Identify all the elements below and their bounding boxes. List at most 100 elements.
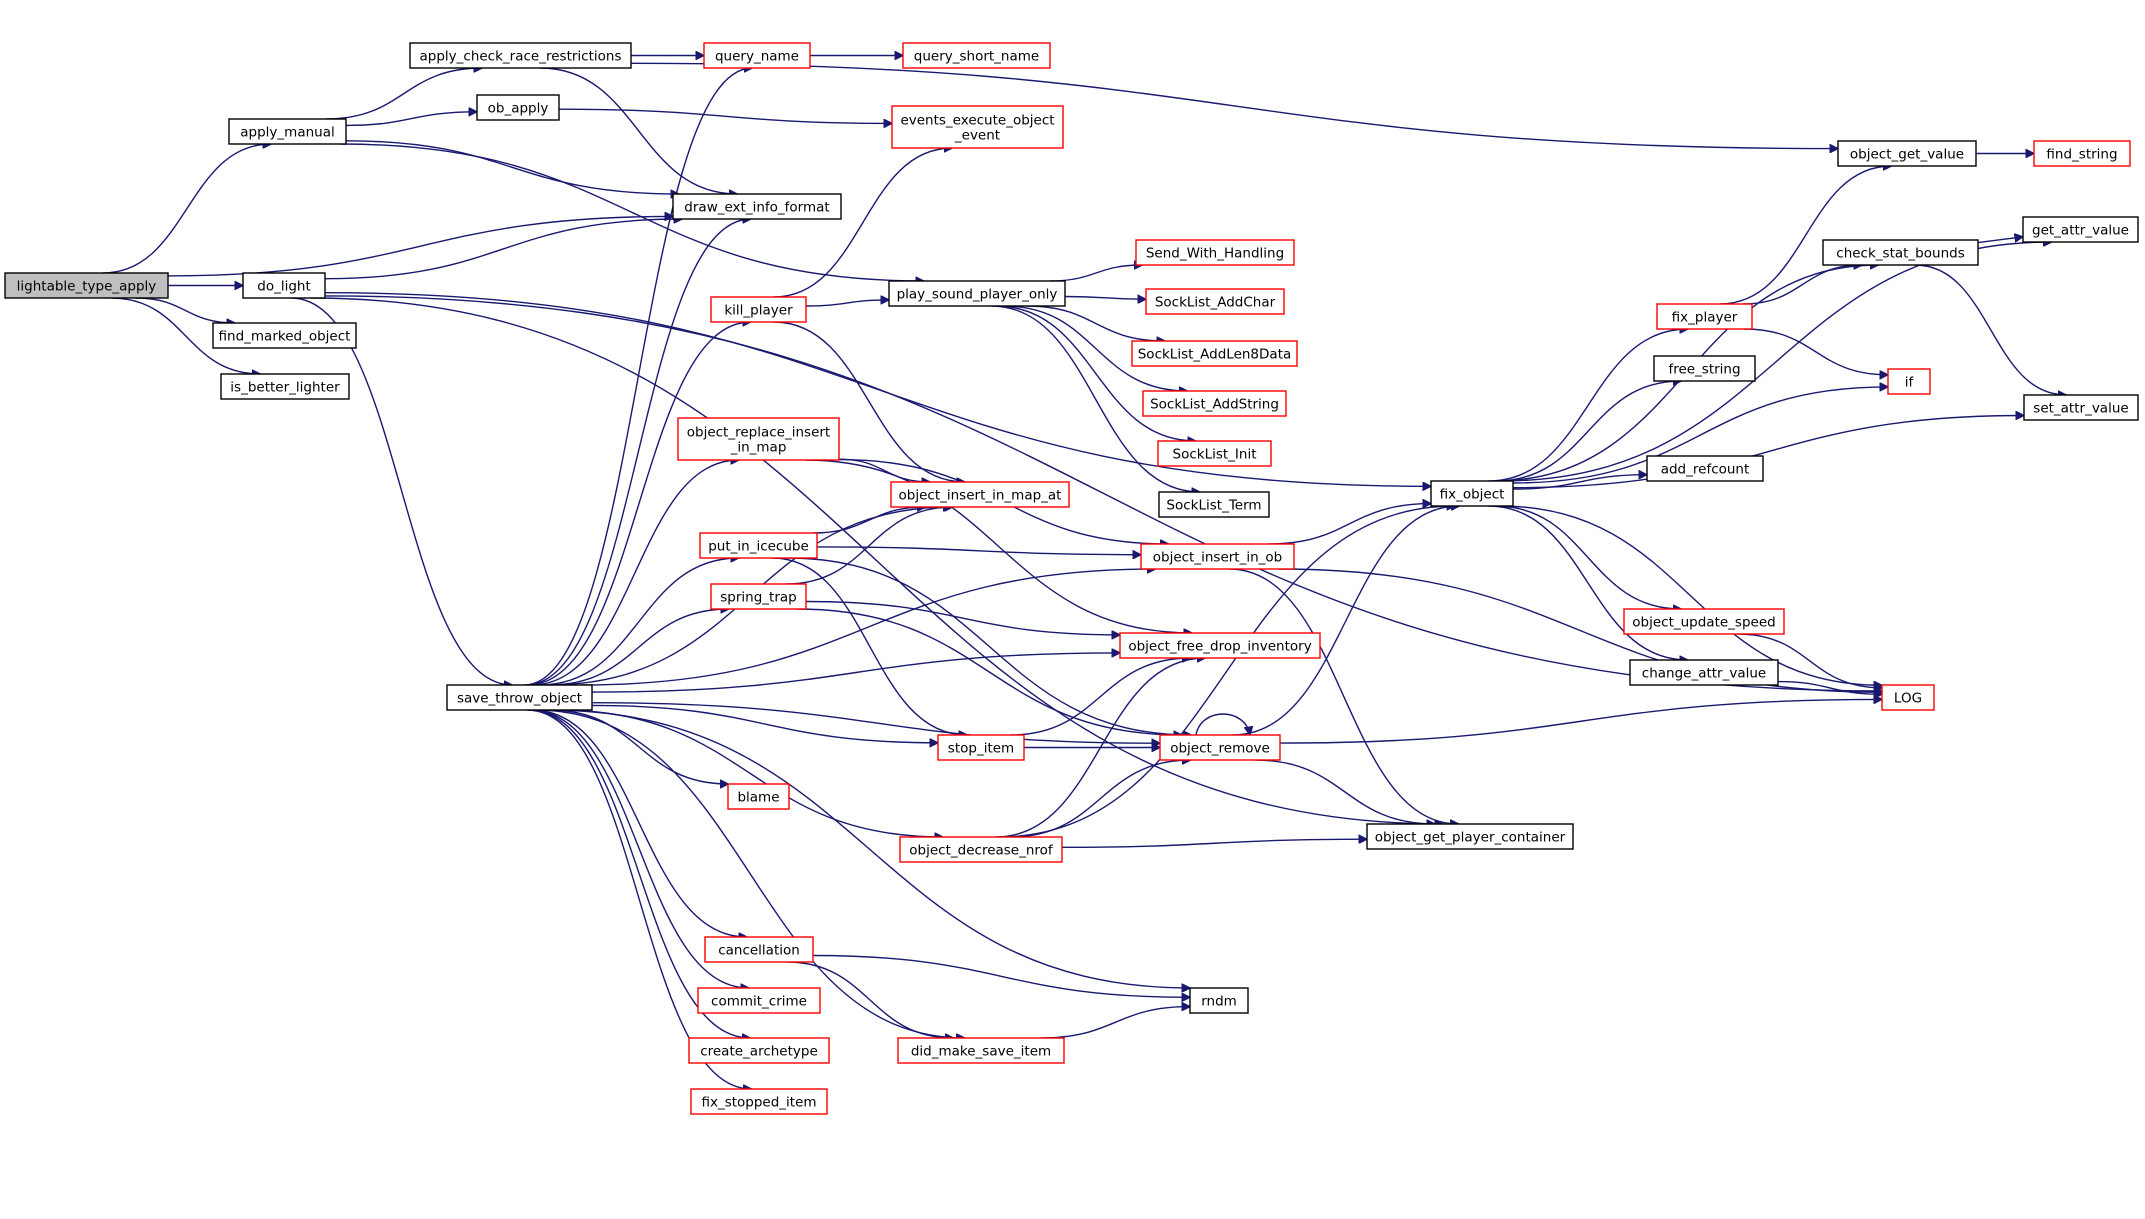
node-box[interactable] bbox=[697, 987, 821, 1014]
node-box[interactable] bbox=[2023, 394, 2139, 421]
node-box[interactable] bbox=[890, 481, 1070, 508]
node-kill-player[interactable]: kill_player bbox=[710, 296, 807, 323]
node-fix-player[interactable]: fix_player bbox=[1656, 303, 1753, 330]
node-send-with-handling[interactable]: Send_With_Handling bbox=[1135, 239, 1295, 266]
node-rndm[interactable]: rndm bbox=[1189, 987, 1249, 1014]
node-box[interactable] bbox=[677, 417, 840, 461]
node-object-remove[interactable]: object_remove bbox=[1159, 734, 1281, 761]
node-fix-stopped-item[interactable]: fix_stopped_item bbox=[690, 1088, 828, 1115]
node-box[interactable] bbox=[228, 118, 347, 145]
node-free-string[interactable]: free_string bbox=[1653, 355, 1756, 382]
node-box[interactable] bbox=[1158, 491, 1270, 518]
node-box[interactable] bbox=[220, 373, 350, 400]
node-box[interactable] bbox=[727, 783, 790, 810]
node-is-better-lighter[interactable]: is_better_lighter bbox=[220, 373, 350, 400]
node-add-refcount[interactable]: add_refcount bbox=[1646, 455, 1764, 482]
node-set-attr-value[interactable]: set_attr_value bbox=[2023, 394, 2139, 421]
node-apply-manual[interactable]: apply_manual bbox=[228, 118, 347, 145]
node-box[interactable] bbox=[1837, 140, 1977, 167]
node-box[interactable] bbox=[937, 734, 1025, 761]
node-box[interactable] bbox=[1430, 480, 1514, 507]
node-box[interactable] bbox=[1366, 823, 1574, 850]
node-box[interactable] bbox=[476, 94, 560, 121]
node-draw-ext-info-format[interactable]: draw_ext_info_format bbox=[672, 193, 842, 220]
node-save-throw-object[interactable]: save_throw_object bbox=[446, 684, 593, 711]
node-box[interactable] bbox=[1159, 734, 1281, 761]
node-box[interactable] bbox=[704, 936, 814, 963]
node-box[interactable] bbox=[446, 684, 593, 711]
node-box[interactable] bbox=[897, 1037, 1065, 1064]
node-box[interactable] bbox=[1629, 659, 1779, 686]
node-object-free-drop-inventory[interactable]: object_free_drop_inventory bbox=[1119, 632, 1321, 659]
node-check-stat-bounds[interactable]: check_stat_bounds bbox=[1822, 239, 1979, 266]
node-box[interactable] bbox=[1157, 440, 1272, 467]
node-box[interactable] bbox=[690, 1088, 828, 1115]
node-box[interactable] bbox=[1119, 632, 1321, 659]
node-box[interactable] bbox=[699, 532, 818, 559]
node-box[interactable] bbox=[1656, 303, 1753, 330]
node-socklist-addchar[interactable]: SockList_AddChar bbox=[1145, 288, 1285, 315]
node-object-update-speed[interactable]: object_update_speed bbox=[1623, 608, 1785, 635]
node-box[interactable] bbox=[688, 1037, 830, 1064]
node-lightable-type-apply[interactable]: lightable_type_apply bbox=[4, 272, 169, 299]
node-box[interactable] bbox=[1140, 543, 1295, 570]
node-box[interactable] bbox=[2022, 216, 2139, 243]
node-ob-apply[interactable]: ob_apply bbox=[476, 94, 560, 121]
node-get-attr-value[interactable]: get_attr_value bbox=[2022, 216, 2139, 243]
node-create-archetype[interactable]: create_archetype bbox=[688, 1037, 830, 1064]
node-box[interactable] bbox=[891, 105, 1064, 149]
node-if[interactable]: if bbox=[1887, 368, 1931, 395]
node-box[interactable] bbox=[902, 42, 1051, 69]
node-box[interactable] bbox=[1135, 239, 1295, 266]
node-apply-check-race-restrictions[interactable]: apply_check_race_restrictions bbox=[409, 42, 632, 69]
node-box[interactable] bbox=[888, 280, 1066, 307]
node-object-get-value[interactable]: object_get_value bbox=[1837, 140, 1977, 167]
node-socklist-term[interactable]: SockList_Term bbox=[1158, 491, 1270, 518]
node-change-attr-value[interactable]: change_attr_value bbox=[1629, 659, 1779, 686]
node-socklist-addstring[interactable]: SockList_AddString bbox=[1142, 390, 1287, 417]
node-box[interactable] bbox=[1822, 239, 1979, 266]
node-box[interactable] bbox=[1653, 355, 1756, 382]
node-find-marked-object[interactable]: find_marked_object bbox=[212, 322, 357, 349]
node-box[interactable] bbox=[899, 836, 1063, 863]
node-object-insert-in-ob[interactable]: object_insert_in_ob bbox=[1140, 543, 1295, 570]
node-play-sound-player-only[interactable]: play_sound_player_only bbox=[888, 280, 1066, 307]
node-box[interactable] bbox=[4, 272, 169, 299]
node-box[interactable] bbox=[1142, 390, 1287, 417]
node-query-name[interactable]: query_name bbox=[703, 42, 811, 69]
node-did-make-save-item[interactable]: did_make_save_item bbox=[897, 1037, 1065, 1064]
node-stop-item[interactable]: stop_item bbox=[937, 734, 1025, 761]
node-box[interactable] bbox=[1887, 368, 1931, 395]
node-box[interactable] bbox=[409, 42, 632, 69]
node-box[interactable] bbox=[710, 296, 807, 323]
node-box[interactable] bbox=[1131, 340, 1298, 367]
node-box[interactable] bbox=[2033, 140, 2131, 167]
node-blame[interactable]: blame bbox=[727, 783, 790, 810]
node-box[interactable] bbox=[1646, 455, 1764, 482]
node-query-short-name[interactable]: query_short_name bbox=[902, 42, 1051, 69]
node-object-insert-in-map-at[interactable]: object_insert_in_map_at bbox=[890, 481, 1070, 508]
node-box[interactable] bbox=[212, 322, 357, 349]
node-do-light[interactable]: do_light bbox=[242, 272, 326, 299]
node-log[interactable]: LOG bbox=[1881, 684, 1935, 711]
node-events-execute-object-event[interactable]: events_execute_object_event bbox=[891, 105, 1064, 149]
node-socklist-init[interactable]: SockList_Init bbox=[1157, 440, 1272, 467]
node-object-get-player-container[interactable]: object_get_player_container bbox=[1366, 823, 1574, 850]
node-box[interactable] bbox=[1623, 608, 1785, 635]
node-box[interactable] bbox=[703, 42, 811, 69]
node-box[interactable] bbox=[672, 193, 842, 220]
node-box[interactable] bbox=[1189, 987, 1249, 1014]
node-put-in-icecube[interactable]: put_in_icecube bbox=[699, 532, 818, 559]
node-socklist-addlen8data[interactable]: SockList_AddLen8Data bbox=[1131, 340, 1298, 367]
node-object-decrease-nrof[interactable]: object_decrease_nrof bbox=[899, 836, 1063, 863]
node-box[interactable] bbox=[1145, 288, 1285, 315]
node-box[interactable] bbox=[710, 583, 807, 610]
node-box[interactable] bbox=[1881, 684, 1935, 711]
node-cancellation[interactable]: cancellation bbox=[704, 936, 814, 963]
node-box[interactable] bbox=[242, 272, 326, 299]
node-find-string[interactable]: find_string bbox=[2033, 140, 2131, 167]
node-object-replace-insert-in-map[interactable]: object_replace_insert_in_map bbox=[677, 417, 840, 461]
node-fix-object[interactable]: fix_object bbox=[1430, 480, 1514, 507]
node-commit-crime[interactable]: commit_crime bbox=[697, 987, 821, 1014]
node-spring-trap[interactable]: spring_trap bbox=[710, 583, 807, 610]
